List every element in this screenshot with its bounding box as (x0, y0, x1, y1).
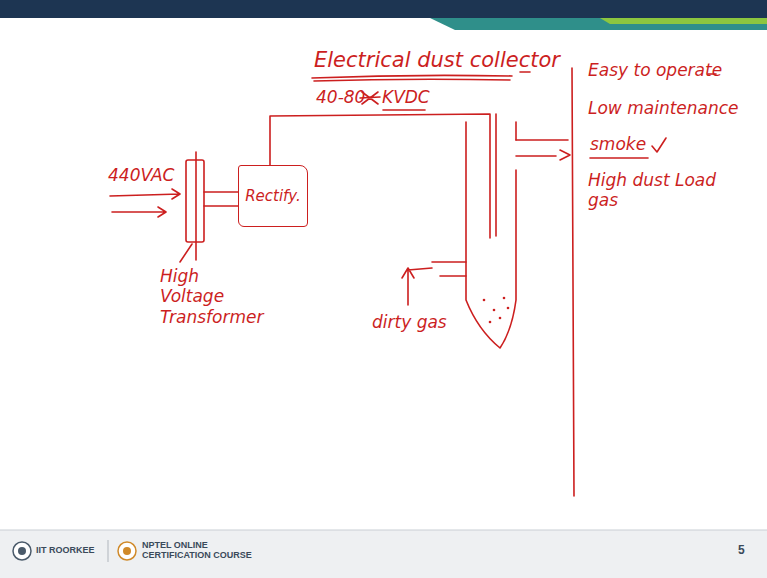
top-stripe (430, 18, 767, 30)
electrode (495, 114, 497, 236)
application-note: smoke (590, 134, 646, 154)
inlet-pipe (432, 262, 466, 276)
dust-dots (483, 297, 510, 324)
footer-rule (0, 530, 767, 531)
top-bar (0, 0, 767, 18)
input-arrow (110, 189, 180, 199)
course-name: NPTEL ONLINE CERTIFICATION COURSE (142, 540, 252, 560)
advantage-note: Easy to operate (588, 60, 722, 80)
voltage-range: 40-80 (316, 87, 365, 107)
nptel-logo (118, 542, 136, 560)
inlet-arrow (402, 268, 432, 305)
footer-divider (108, 540, 109, 562)
nptel-logo-core (123, 547, 131, 555)
transformer-core (195, 152, 197, 260)
voltage-label: 440VAC (108, 165, 174, 185)
input-arrow (112, 207, 166, 217)
institute-name: IIT ROORKEE (36, 545, 95, 555)
page-number: 5 (738, 543, 745, 557)
rectifier-box: Rectify. (238, 165, 308, 227)
transformer-label: High Voltage Transformer (160, 266, 242, 327)
application-note: High dust Load gas (588, 170, 728, 211)
divider-line (572, 68, 574, 496)
smoke-underline (590, 157, 648, 159)
leader-line (180, 244, 192, 262)
title-underline (312, 75, 512, 78)
hv-wire (270, 114, 490, 238)
transformer-rectifier-wires (204, 192, 238, 206)
voltage-unit: KVDC (382, 87, 430, 107)
iit-logo (13, 542, 31, 560)
slide-title: Electrical dust collector (314, 48, 560, 73)
outlet-arrow (516, 140, 570, 160)
top-stripe-light (600, 18, 767, 24)
iit-logo-core (18, 547, 26, 555)
node-text: Rectify. (245, 187, 301, 205)
inlet-label: dirty gas (372, 312, 447, 332)
transformer-symbol (186, 160, 204, 242)
check-mark (652, 138, 666, 152)
title-underline (314, 79, 510, 81)
collector-wall (515, 122, 517, 140)
footer-bar (0, 530, 767, 578)
advantage-note: Low maintenance (588, 98, 739, 118)
kvdc-underline (383, 109, 425, 111)
collector-vessel (466, 122, 516, 348)
